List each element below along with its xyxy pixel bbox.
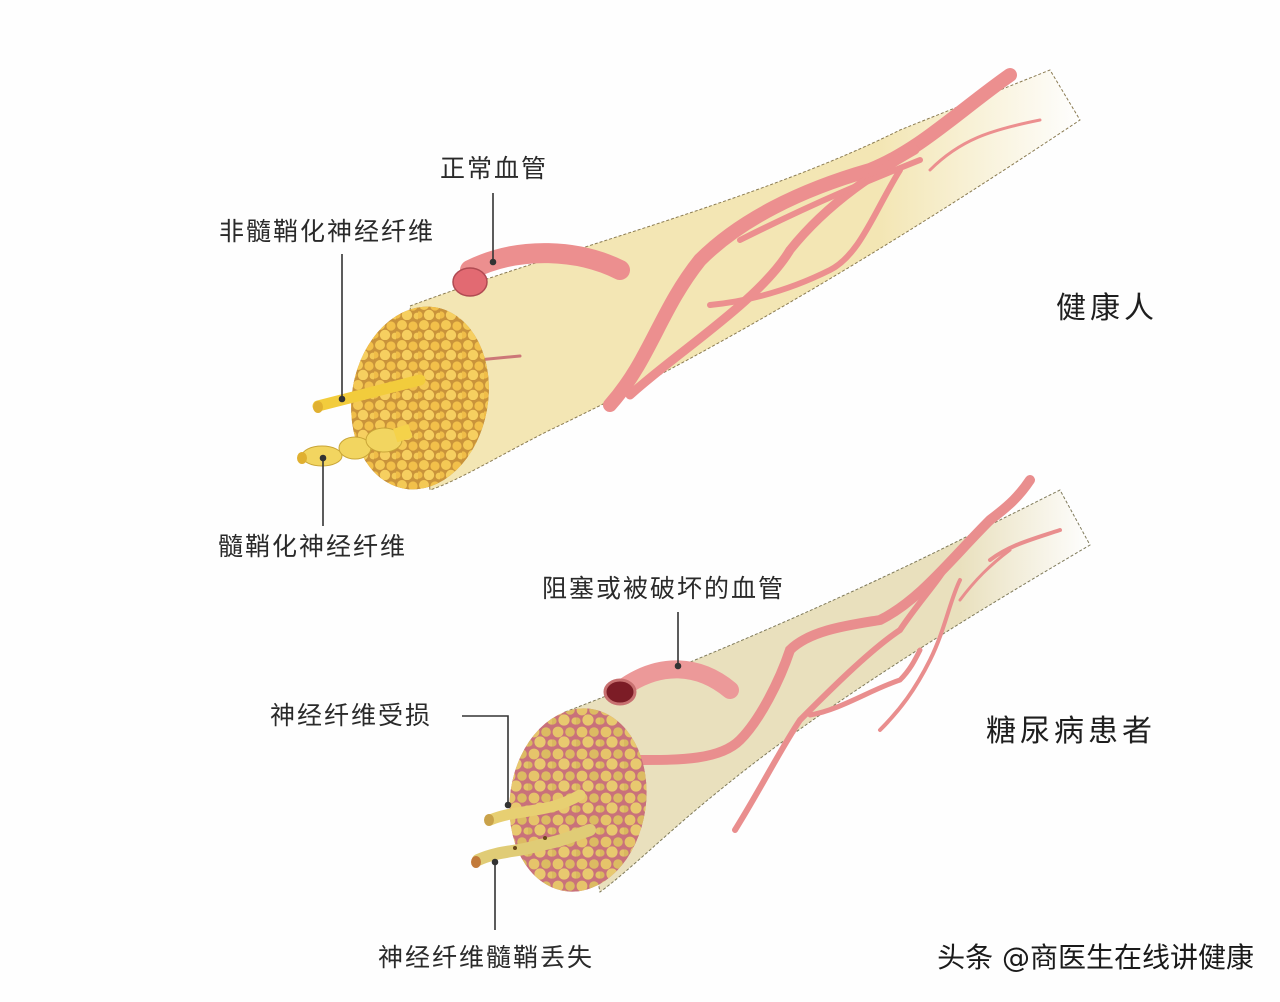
label-myelin-loss: 神经纤维髓鞘丢失 — [378, 943, 595, 972]
diabetic-nerve-bundle — [471, 475, 1091, 900]
healthy-nerve-bundle — [297, 68, 1081, 500]
label-fiber-damaged: 神经纤维受损 — [270, 701, 433, 730]
label-normal-vessel: 正常血管 — [440, 154, 549, 183]
watermark: 头条 @商医生在线讲健康 — [937, 941, 1254, 974]
label-damaged-vessel: 阻塞或被破坏的血管 — [542, 574, 786, 603]
title-diabetic: 糖尿病患者 — [986, 714, 1156, 749]
title-healthy: 健康人 — [1056, 291, 1158, 326]
healthy-leader-lines — [319, 193, 497, 526]
label-unmyelinated-fiber: 非髓鞘化神经纤维 — [219, 217, 436, 246]
diabetic-leader-lines — [462, 612, 682, 930]
label-myelinated-fiber: 髓鞘化神经纤维 — [218, 532, 408, 561]
